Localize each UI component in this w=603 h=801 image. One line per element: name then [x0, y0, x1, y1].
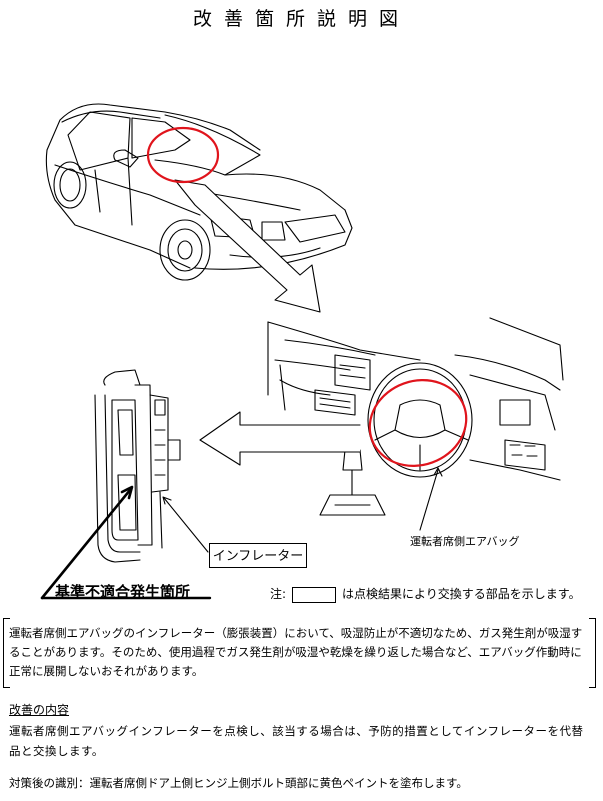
legend-box: [292, 586, 337, 603]
identification-text: 対策後の識別：運転者席側ドア上側ヒンジ上側ボルト頭部に黄色ペイントを塗布します。: [9, 776, 468, 790]
description-bracket-left: [3, 618, 10, 688]
improvement-body: 運転者席側エアバッグインフレーターを点検し、該当する場合は、予防的措置としてイン…: [9, 724, 584, 758]
improvement-heading: 改善の内容: [9, 703, 70, 717]
nonconformity-label: 基準不適合発生箇所: [55, 583, 191, 601]
note-suffix: は点検結果により交換する部品を示します。: [342, 587, 581, 601]
arrow-dash-to-module: [199, 411, 361, 466]
dashboard-drawing: [267, 317, 564, 531]
airbag-highlight-circle: [368, 379, 468, 467]
page-title: 改善箇所説明図: [192, 8, 410, 30]
windshield-highlight-circle: [146, 126, 220, 184]
inflator-label: インフレーター: [209, 543, 307, 568]
arrow-car-to-dash: [174, 179, 321, 313]
driver-airbag-label: 運転者席側エアバッグ: [410, 535, 520, 548]
note-prefix: 注:: [270, 587, 287, 601]
description-bracket-right: [589, 618, 596, 688]
defect-description: 運転者席側エアバッグのインフレーター（膨張装置）において、吸湿防止が不適切なため…: [9, 626, 583, 678]
legend-note: 注: は点検結果により交換する部品を示します。: [270, 585, 581, 603]
airbag-module-drawing: [40, 369, 212, 600]
